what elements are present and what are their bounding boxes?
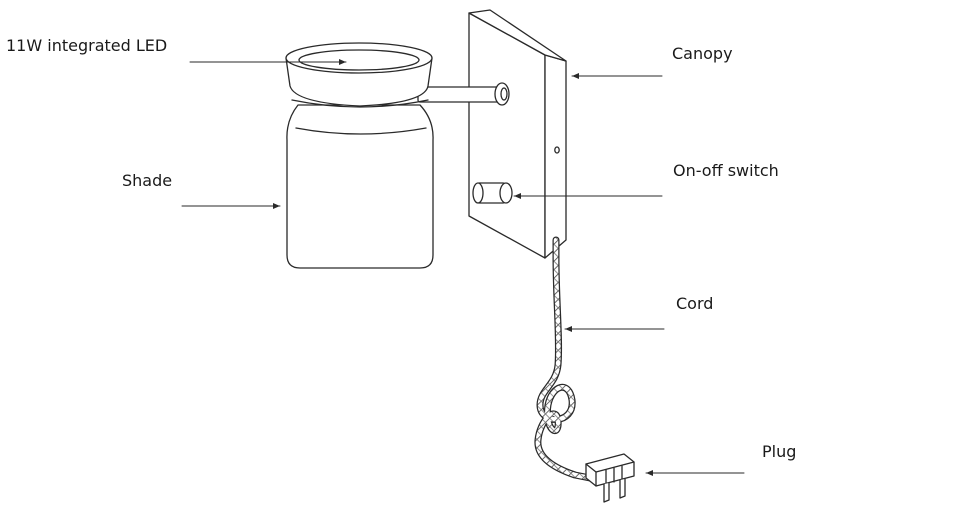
label-shade: Shade xyxy=(122,171,173,190)
label-canopy: Canopy xyxy=(672,44,733,63)
callout-arrows xyxy=(181,59,745,476)
canopy-plate xyxy=(468,9,567,259)
braided-cord xyxy=(534,236,594,482)
shade-body xyxy=(286,104,434,269)
switch-knob xyxy=(472,182,513,204)
label-plug: Plug xyxy=(762,442,797,461)
label-switch: On-off switch xyxy=(673,161,779,180)
led-cup xyxy=(285,42,433,108)
label-led: 11W integrated LED xyxy=(6,36,168,55)
label-cord: Cord xyxy=(676,294,714,313)
plug xyxy=(585,453,635,503)
